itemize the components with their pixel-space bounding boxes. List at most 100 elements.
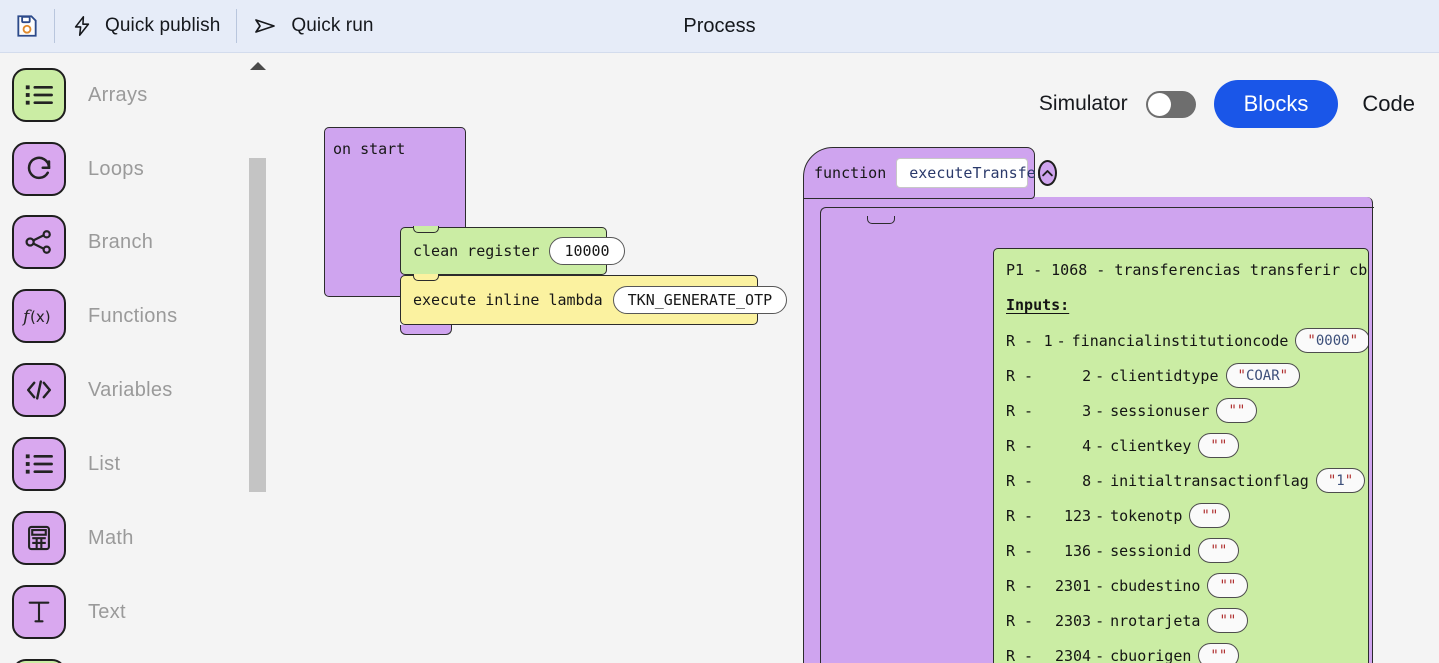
input-value-field[interactable]: "" [1198, 538, 1240, 563]
input-name: initialtransactionflag [1110, 471, 1309, 490]
block-notch [413, 226, 439, 234]
input-value-field[interactable]: "" [1198, 433, 1240, 458]
on-start-bottom-notch [400, 325, 452, 335]
palette-label-arrays: Arrays [88, 83, 148, 106]
palette-item-arrays[interactable]: Arrays [12, 68, 148, 122]
input-value-field[interactable]: "" [1198, 643, 1240, 663]
input-kind: R - [1006, 471, 1034, 490]
input-id: 2301 [1054, 576, 1092, 595]
input-kind: R - [1006, 576, 1034, 595]
palette-label-text: Text [88, 600, 126, 623]
input-row: R - 8-initialtransactionflag "1" [994, 463, 1368, 498]
execute-inline-lambda-block[interactable]: execute inline lambda TKN_GENERATE_OTP [400, 274, 788, 325]
input-kind: R - [1006, 436, 1034, 455]
input-row: R -2303-nrotarjeta"" [994, 603, 1368, 638]
input-name: clientkey [1110, 436, 1192, 455]
input-value-field[interactable]: "COAR" [1225, 363, 1301, 388]
palette-label-functions: Functions [88, 304, 178, 327]
clean-register-value[interactable]: 10000 [549, 237, 625, 265]
palette-scroll-up-caret[interactable] [248, 60, 268, 72]
input-row: R -2301-cbudestino"" [994, 568, 1368, 603]
procedure-inputs-list: R -1-financialinstitutioncode"0000"R -2-… [994, 323, 1368, 663]
input-dash: - [1095, 646, 1105, 663]
simulator-label: Simulator [1038, 92, 1128, 115]
input-value-field[interactable]: "" [1216, 398, 1258, 423]
input-name: cbudestino [1110, 576, 1201, 595]
input-name: sessionid [1110, 541, 1192, 560]
input-id: 8 [1082, 471, 1092, 490]
palette-label-math: Math [88, 526, 134, 549]
save-button[interactable] [0, 0, 54, 53]
list-bullets-icon [12, 659, 66, 663]
calculator-icon [12, 511, 66, 565]
quick-run-button[interactable]: Quick run [237, 0, 389, 53]
function-block-body[interactable]: P1 - 1068 - transferencias transferir cb… [803, 197, 1374, 663]
input-id: 3 [1082, 401, 1092, 420]
input-value-field[interactable]: "1" [1315, 468, 1366, 493]
function-block-header[interactable]: function executeTransfer [803, 147, 1058, 199]
blocks-canvas[interactable]: Simulator Blocks Code on start clean reg… [266, 53, 1439, 663]
quick-publish-label: Quick publish [105, 15, 221, 36]
palette-item-variables[interactable]: Variables [12, 363, 173, 417]
tab-blocks[interactable]: Blocks [1213, 80, 1339, 128]
quick-publish-button[interactable]: Quick publish [55, 0, 236, 53]
input-row: R - 3-sessionuser "" [994, 393, 1368, 428]
palette-item-list[interactable]: List [12, 437, 120, 491]
palette-item-loops[interactable]: Loops [12, 142, 144, 196]
on-start-block[interactable]: on start clean register 10000 execute in… [324, 127, 788, 335]
send-paper-plane-icon [253, 14, 279, 38]
input-kind: R - [1006, 331, 1034, 350]
quick-run-label: Quick run [291, 15, 374, 36]
execute-inline-lambda-label: execute inline lambda [413, 291, 603, 309]
input-id: 1 [1043, 331, 1053, 350]
input-id: 123 [1064, 506, 1092, 525]
function-block[interactable]: P1 - 1068 - transferencias transferir cb… [803, 147, 1374, 663]
input-value-field[interactable]: "" [1207, 608, 1249, 633]
loop-refresh-icon [12, 142, 66, 196]
input-id: 4 [1082, 436, 1092, 455]
function-name-field[interactable]: executeTransfer [896, 158, 1045, 188]
inputs-header: Inputs: [1006, 296, 1070, 314]
palette-label-list: List [88, 452, 121, 475]
input-dash: - [1095, 471, 1105, 490]
input-value-field[interactable]: "" [1189, 503, 1231, 528]
palette-item-math[interactable]: Math [12, 511, 134, 565]
palette-label-branch: Branch [88, 230, 154, 253]
block-notch [413, 274, 439, 282]
input-kind: R - [1006, 611, 1034, 630]
palette-item-text[interactable]: Text [12, 585, 126, 639]
execute-inline-lambda-value[interactable]: TKN_GENERATE_OTP [612, 286, 788, 314]
input-row: R -1-financialinstitutioncode"0000" [994, 323, 1368, 358]
palette-item-branch[interactable]: Branch [12, 215, 153, 269]
palette-item-functions[interactable]: f (x) Functions [12, 289, 177, 343]
input-row: R -4-clientkey"" [994, 428, 1368, 463]
input-name: tokenotp [1110, 506, 1183, 525]
list-bullets-icon [12, 68, 66, 122]
simulator-toggle-knob [1147, 92, 1171, 116]
function-keyword: function [814, 164, 887, 182]
input-kind: R - [1006, 506, 1034, 525]
input-row: R -123-tokenotp"" [994, 498, 1368, 533]
procedure-call-block[interactable]: P1 - 1068 - transferencias transferir cb… [993, 248, 1369, 663]
input-value-field[interactable]: "0000" [1295, 328, 1368, 353]
palette-scrollbar-thumb[interactable] [249, 158, 266, 492]
input-dash: - [1056, 331, 1066, 350]
input-value-field[interactable]: "" [1207, 573, 1249, 598]
clean-register-block[interactable]: clean register 10000 [400, 226, 625, 275]
input-row: R -2304-cbuorigen"" [994, 638, 1368, 663]
simulator-toggle[interactable] [1145, 90, 1196, 118]
branch-nodes-icon [12, 215, 66, 269]
function-fx-icon: f (x) [12, 289, 66, 343]
input-dash: - [1095, 401, 1105, 420]
text-t-icon [12, 585, 66, 639]
input-kind: R - [1006, 401, 1034, 420]
tab-code[interactable]: Code [1356, 80, 1421, 128]
input-name: sessionuser [1110, 401, 1210, 420]
toolbar-divider-1 [54, 9, 55, 43]
input-kind: R - [1006, 646, 1034, 663]
palette-label-variables: Variables [88, 378, 173, 401]
palette-item-next[interactable] [12, 659, 66, 663]
input-dash: - [1095, 541, 1105, 560]
chevron-up-circle-icon[interactable] [1038, 160, 1058, 186]
